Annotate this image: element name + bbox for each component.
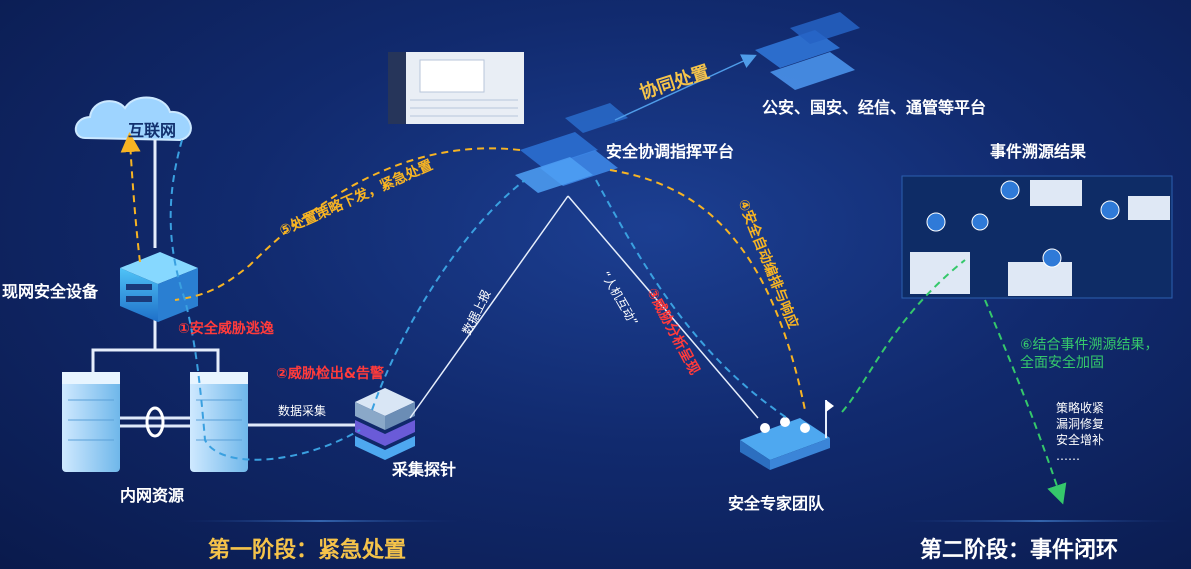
step6-label-line1: ⑥结合事件溯源结果，: [1020, 337, 1159, 353]
network-device-label: 现网安全设备: [2, 282, 99, 301]
trace-results-label: 事件溯源结果: [990, 142, 1087, 161]
server-left-icon: [62, 372, 120, 472]
step2-label: ②威胁检出&告警: [276, 366, 385, 382]
action-item: 漏洞修复: [1056, 417, 1105, 431]
stage1-title: 第一阶段：紧急处置: [208, 538, 407, 563]
command-platform-icon: [515, 103, 628, 193]
data-collect-label: 数据采集: [278, 404, 327, 418]
probe-label: 采集探针: [392, 460, 457, 479]
agencies-label: 公安、国安、经信、通管等平台: [762, 98, 987, 117]
stage2-underline: [900, 520, 1180, 522]
step1-label: ①安全威胁逃逸: [178, 321, 274, 337]
link-ring-icon: [145, 406, 165, 438]
action-item: 安全增补: [1056, 433, 1105, 447]
internal-resources-label: 内网资源: [120, 486, 185, 505]
action-item: ……: [1056, 449, 1080, 463]
stage1-underline: [180, 520, 460, 522]
security-device-icon: [120, 252, 198, 322]
action-list: 策略收紧 漏洞修复 安全增补 ……: [1056, 400, 1104, 464]
probe-icon: [355, 388, 415, 460]
internet-label: 互联网: [128, 121, 177, 140]
expert-team-icon: [740, 400, 834, 470]
action-item: 策略收紧: [1056, 401, 1105, 415]
agencies-platform-icon: [755, 12, 860, 90]
command-platform-label: 安全协调指挥平台: [606, 142, 735, 161]
dashboard-screenshot: [388, 52, 524, 124]
expert-team-label: 安全专家团队: [728, 494, 825, 513]
trace-results-screenshot: [901, 175, 1173, 299]
cloud-icon: [74, 96, 192, 142]
step6-label-line2: 全面安全加固: [1020, 355, 1104, 371]
stage2-title: 第二阶段：事件闭环: [920, 538, 1119, 563]
server-right-icon: [190, 372, 248, 472]
